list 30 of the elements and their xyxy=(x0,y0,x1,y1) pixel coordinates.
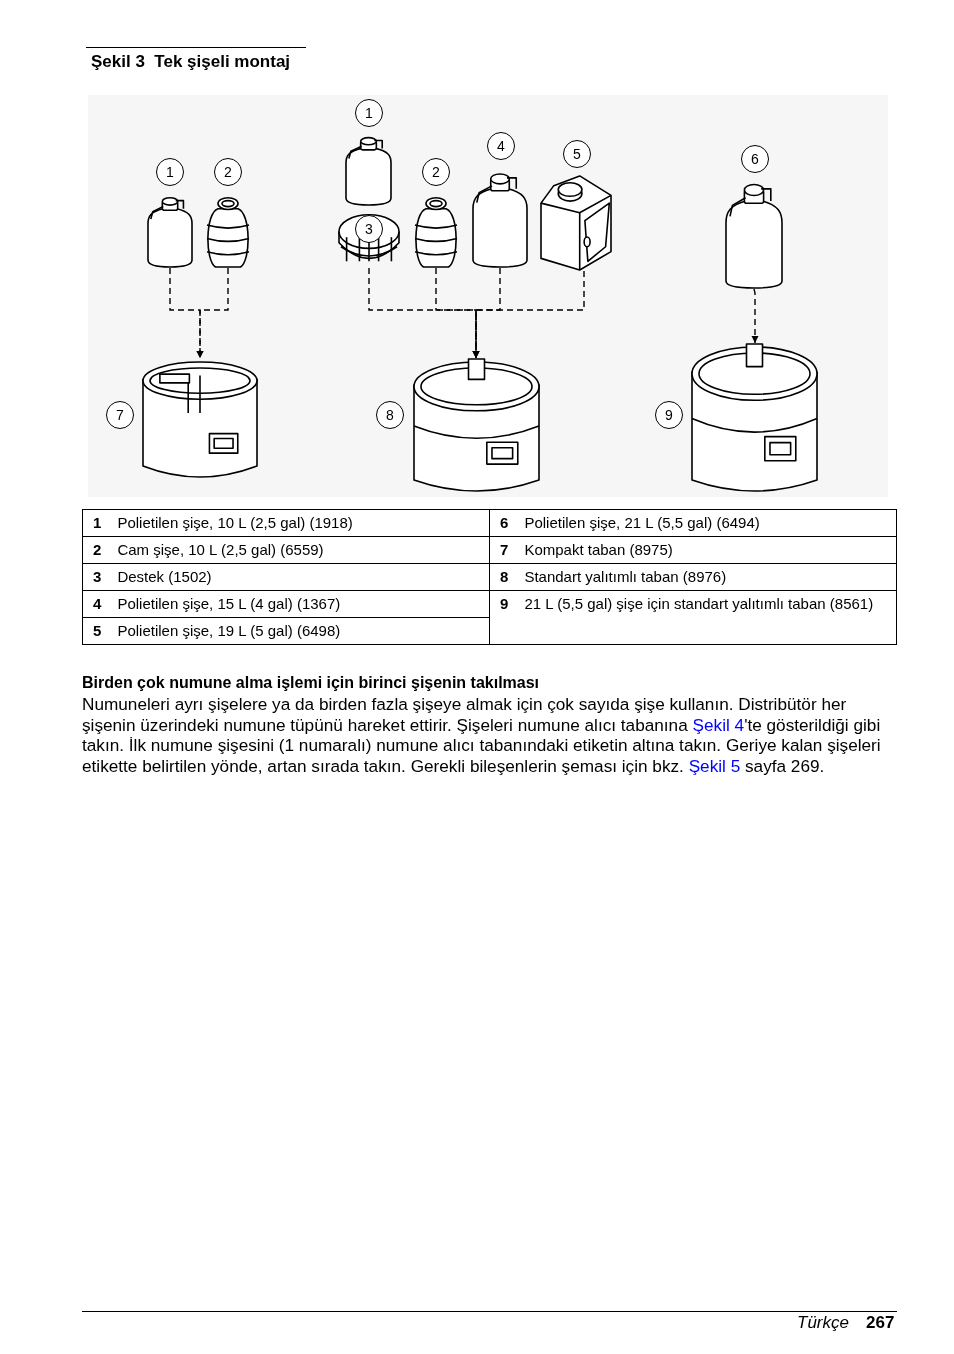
sampler-base-drawing xyxy=(141,358,259,480)
item-number: 2 xyxy=(82,536,110,564)
item-description: Polietilen şişe, 21 L (5,5 gal) (6494) xyxy=(516,509,897,537)
footer-language: Türkçe xyxy=(797,1313,849,1333)
item-description: 21 L (5,5 gal) şişe için standart yalıtımlı taban (8561) xyxy=(516,590,897,645)
item-description: Kompakt taban (8975) xyxy=(516,536,897,564)
item-description: Destek (1502) xyxy=(109,563,490,591)
item-description: Polietilen şişe, 15 L (4 gal) (1367) xyxy=(109,590,490,618)
dashed-arrow xyxy=(196,267,229,359)
body-paragraph: Numuneleri ayrı şişelere ya da birden fazla şişeye almak için çok sayıda şişe kullanın. Distribütör her şişenin üzerindeki numune tüpünü hareket ettirir. Şişeleri numune alıcı tabanına Şekil 4'te gösterildiği gibi takın. İlk numune şişesini (1 numaralı) numune alıcı tabanındaki etiketin altına takın. Geriye kalan şişeleri etikette belirtilen yönde, artan sırada takın. Gerekli bileşenlerin şeması için bkz. Şekil 5 sayfa 269. xyxy=(82,694,882,776)
bottle-drawing xyxy=(344,134,393,206)
item-number: 5 xyxy=(82,617,110,645)
figure-link: Şekil 5 xyxy=(688,755,741,776)
section-heading: Birden çok numune alma işlemi için birinci şişenin takılması xyxy=(82,674,540,692)
canister-drawing xyxy=(539,174,613,271)
sampler-base-drawing xyxy=(690,343,819,494)
item-number: 6 xyxy=(489,509,517,537)
item-number: 1 xyxy=(82,509,110,537)
dashed-arrow xyxy=(751,288,759,344)
page-number: 267 xyxy=(866,1313,895,1333)
figure-link: Şekil 4 xyxy=(692,714,745,735)
sampler-base-drawing xyxy=(412,358,541,494)
item-description: Polietilen şişe, 10 L (2,5 gal) (1918) xyxy=(109,509,490,537)
item-number: 4 xyxy=(82,590,110,618)
item-description: Standart yalıtımlı taban (8976) xyxy=(516,563,897,591)
bottle-drawing xyxy=(146,194,194,268)
item-number: 3 xyxy=(82,563,110,591)
figure-title: Şekil 3 Tek şişeli montaj xyxy=(91,52,291,72)
item-description: Cam şişe, 10 L (2,5 gal) (6559) xyxy=(109,536,490,564)
dashed-arrow xyxy=(472,270,585,359)
